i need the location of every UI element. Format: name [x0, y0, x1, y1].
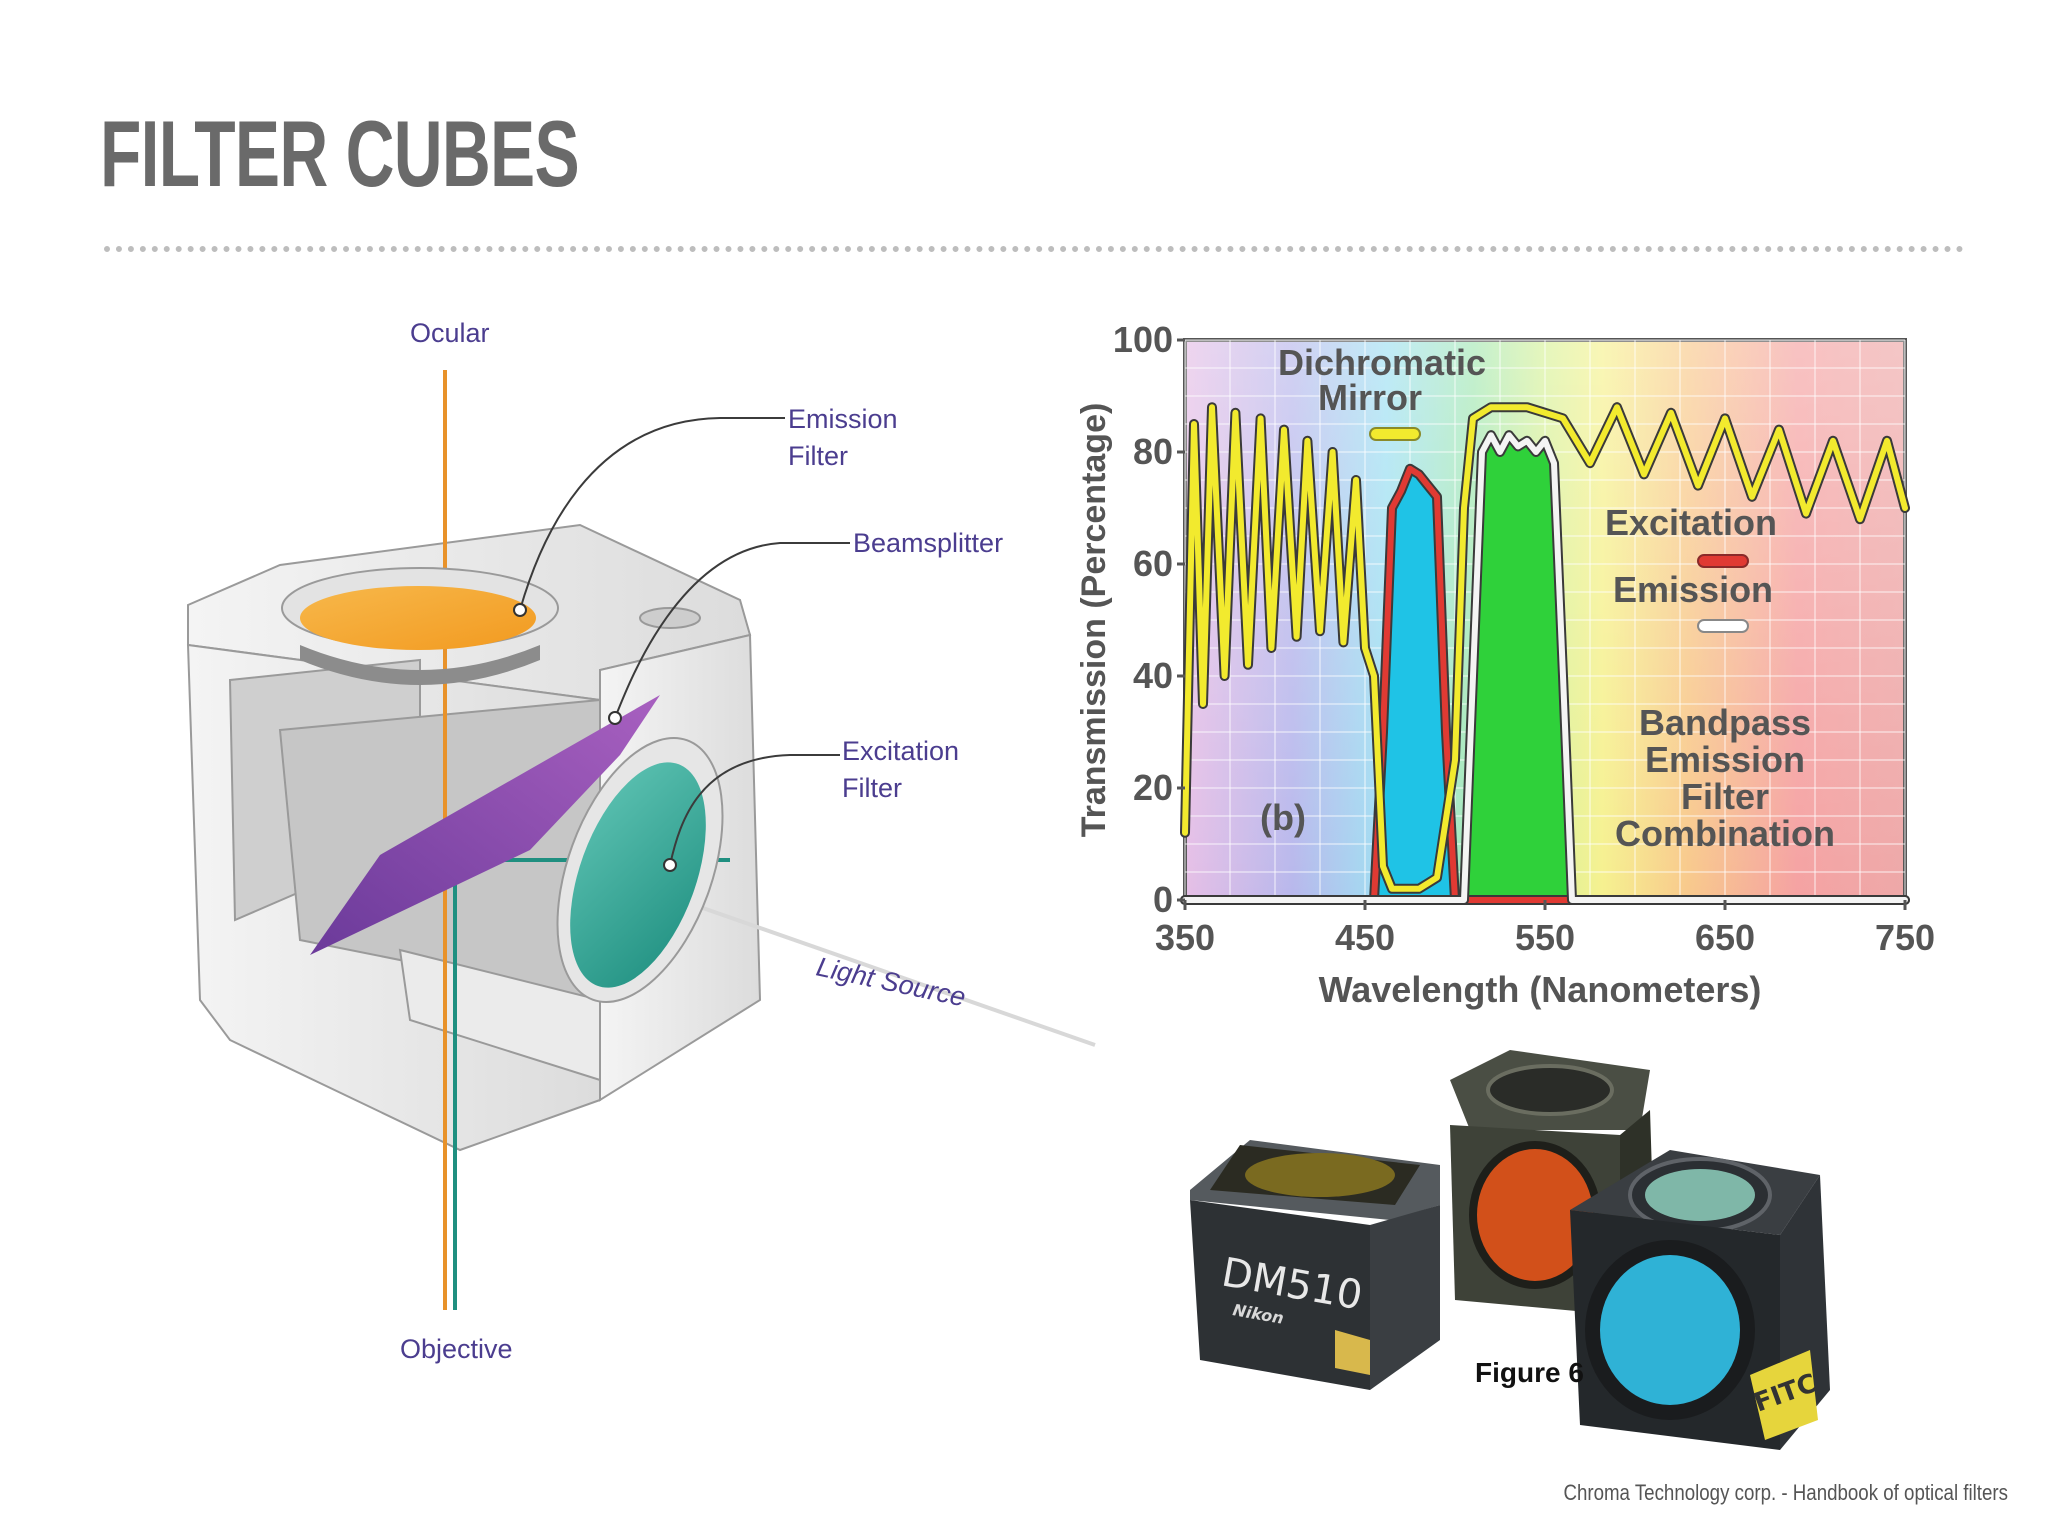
legend-swatch-emission — [1697, 619, 1749, 633]
label-excitation-filter-2: Filter — [842, 773, 902, 803]
label-ocular: Ocular — [410, 318, 490, 348]
y-tick-label: 100 — [1113, 319, 1173, 360]
annotation-dichromatic-2: Mirror — [1318, 377, 1422, 418]
passband-fills — [1185, 435, 1905, 900]
cube-top-port — [639, 607, 701, 629]
label-emission-filter-2: Filter — [788, 441, 848, 471]
excitation-filter — [556, 737, 724, 1003]
annotation-bandpass-1: Bandpass — [1639, 702, 1811, 743]
photo-caption: Figure 6 — [1475, 1357, 1584, 1388]
label-beamsplitter: Beamsplitter — [853, 528, 1003, 558]
cube-orange-filter — [1450, 1050, 1655, 1315]
emission-filter — [281, 567, 559, 685]
beamsplitter-leader — [614, 542, 850, 719]
label-objective: Objective — [400, 1334, 513, 1364]
annotation-dichromatic-1: Dichromatic — [1278, 342, 1486, 383]
x-tick-label: 650 — [1695, 917, 1755, 958]
annotation-bandpass-2: Emission — [1645, 739, 1805, 780]
passband-fill-emission — [1185, 435, 1905, 900]
y-tick-label: 60 — [1133, 543, 1173, 584]
x-tick-label: 450 — [1335, 917, 1395, 958]
filter-cube-diagram: Ocular Emission Filter Beamsplitter Exci… — [186, 318, 1096, 1364]
x-tick-label: 750 — [1875, 917, 1935, 958]
legend-swatch-dichromatic — [1369, 427, 1421, 441]
beamsplitter-plate — [310, 695, 660, 955]
slide-title: FILTER CUBES — [100, 101, 580, 206]
y-tick-label: 40 — [1133, 655, 1173, 696]
x-axis-label: Wavelength (Nanometers) — [1319, 969, 1762, 1010]
y-tick-label: 80 — [1133, 431, 1173, 472]
y-tick-label: 0 — [1153, 879, 1173, 920]
title-divider — [104, 246, 1964, 252]
excitation-filter-leader — [669, 754, 840, 866]
series-line-emission — [1182, 432, 1908, 903]
filter-cube-photo: DM510 Nikon FITC Figure 6 — [1190, 1050, 1830, 1450]
label-light-source: Light Source — [814, 952, 969, 1013]
emission-filter-leader — [519, 417, 785, 611]
cube-dm510: DM510 Nikon — [1190, 1140, 1440, 1390]
annotation-bandpass-3: Filter — [1681, 776, 1769, 817]
x-tick-label: 550 — [1515, 917, 1575, 958]
label-emission-filter-1: Emission — [788, 404, 898, 434]
source-credit: Chroma Technology corp. - Handbook of op… — [1563, 1480, 2008, 1505]
series-line-dichromatic-mirror — [1182, 404, 1908, 892]
x-tick-label: 350 — [1155, 917, 1215, 958]
cube-fitc: FITC — [1570, 1150, 1830, 1450]
annotation-emission: Emission — [1613, 569, 1773, 610]
label-excitation-filter-1: Excitation — [842, 736, 959, 766]
light-source-beam — [679, 898, 1096, 1047]
panel-label: (b) — [1260, 797, 1306, 838]
y-axis-label: Transmission (Percentage) — [1075, 403, 1113, 838]
annotation-bandpass-4: Combination — [1615, 813, 1835, 854]
legend-swatch-excitation — [1697, 554, 1749, 568]
y-tick-label: 20 — [1133, 767, 1173, 808]
annotation-excitation: Excitation — [1605, 502, 1777, 543]
